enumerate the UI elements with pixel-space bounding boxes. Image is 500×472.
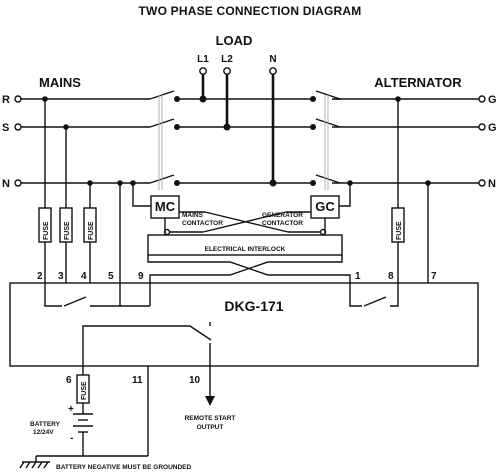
- fuse-label-8: FUSE: [396, 221, 403, 240]
- load-terminal-l1: L1: [197, 54, 209, 65]
- mains-contactor-switches: [149, 90, 180, 190]
- fuse-label-4: FUSE: [88, 221, 95, 240]
- terminal-9: 9: [138, 271, 144, 282]
- terminal-2: 2: [37, 271, 43, 282]
- terminal-7: 7: [431, 271, 437, 282]
- alternator-line-g2: G: [488, 122, 497, 134]
- load-wiring: [199, 74, 277, 187]
- load-terminal-circles: [199, 67, 277, 75]
- terminal-5: 5: [108, 271, 114, 282]
- remote-start-label-2: OUTPUT: [197, 424, 224, 431]
- alternator-line-n: N: [488, 178, 496, 190]
- diagram-title: TWO PHASE CONNECTION DIAGRAM: [139, 4, 362, 18]
- fuse-drops: [38, 99, 429, 283]
- terminal-6: 6: [66, 375, 72, 386]
- mains-line-s: S: [2, 122, 9, 134]
- gc-label: GC: [315, 199, 335, 214]
- battery-label-2: 12/24V: [33, 429, 54, 436]
- load-terminal-l2: L2: [221, 54, 233, 65]
- terminal-3: 3: [58, 271, 64, 282]
- terminal-11: 11: [132, 375, 143, 386]
- alternator-line-g1: G: [488, 94, 497, 106]
- ground-note: BATTERY NEGATIVE MUST BE GROUNDED: [56, 464, 191, 471]
- alternator-label: ALTERNATOR: [374, 75, 462, 90]
- generator-contactor-label-2: CONTACTOR: [262, 220, 303, 227]
- fuse-label-3: FUSE: [64, 221, 71, 240]
- terminal-10: 10: [189, 375, 201, 386]
- fuse-label-6: FUSE: [81, 381, 88, 400]
- interlock-label: ELECTRICAL INTERLOCK: [205, 246, 286, 253]
- mains-line-r: R: [2, 94, 10, 106]
- terminal-8: 8: [388, 271, 394, 282]
- generator-contactor-label-1: GENERATOR: [262, 212, 303, 219]
- remote-start-label-1: REMOTE START: [185, 415, 236, 422]
- coil-wiring: [132, 183, 351, 256]
- control-cross-wires: [147, 255, 351, 283]
- mains-line-n: N: [2, 178, 10, 190]
- internal-generator-relay: [349, 283, 399, 307]
- mc-label: MC: [155, 199, 176, 214]
- battery-circuit: [35, 366, 149, 462]
- controller-name: DKG-171: [224, 298, 283, 314]
- terminal-1: 1: [355, 271, 361, 282]
- bus-wires: [14, 95, 486, 187]
- fuse-label-2: FUSE: [43, 221, 50, 240]
- battery-plus: +: [68, 404, 74, 415]
- bus-junctions: [42, 96, 431, 186]
- ground-icon: [19, 461, 50, 469]
- generator-contactor-switches: [310, 90, 341, 190]
- internal-remote-start-relay: [82, 322, 212, 366]
- load-terminal-n: N: [269, 54, 276, 65]
- battery-label-1: BATTERY: [30, 421, 61, 428]
- battery-minus: -: [70, 433, 73, 444]
- mains-contactor-label-2: CONTACTOR: [182, 220, 223, 227]
- load-label: LOAD: [216, 33, 253, 48]
- remote-start-arrow: [205, 366, 215, 406]
- mains-label: MAINS: [39, 75, 81, 90]
- mains-contactor-label-1: MAINS: [182, 212, 204, 219]
- terminal-4: 4: [81, 271, 87, 282]
- internal-mains-relay: [44, 283, 151, 307]
- controller-box: [9, 282, 479, 367]
